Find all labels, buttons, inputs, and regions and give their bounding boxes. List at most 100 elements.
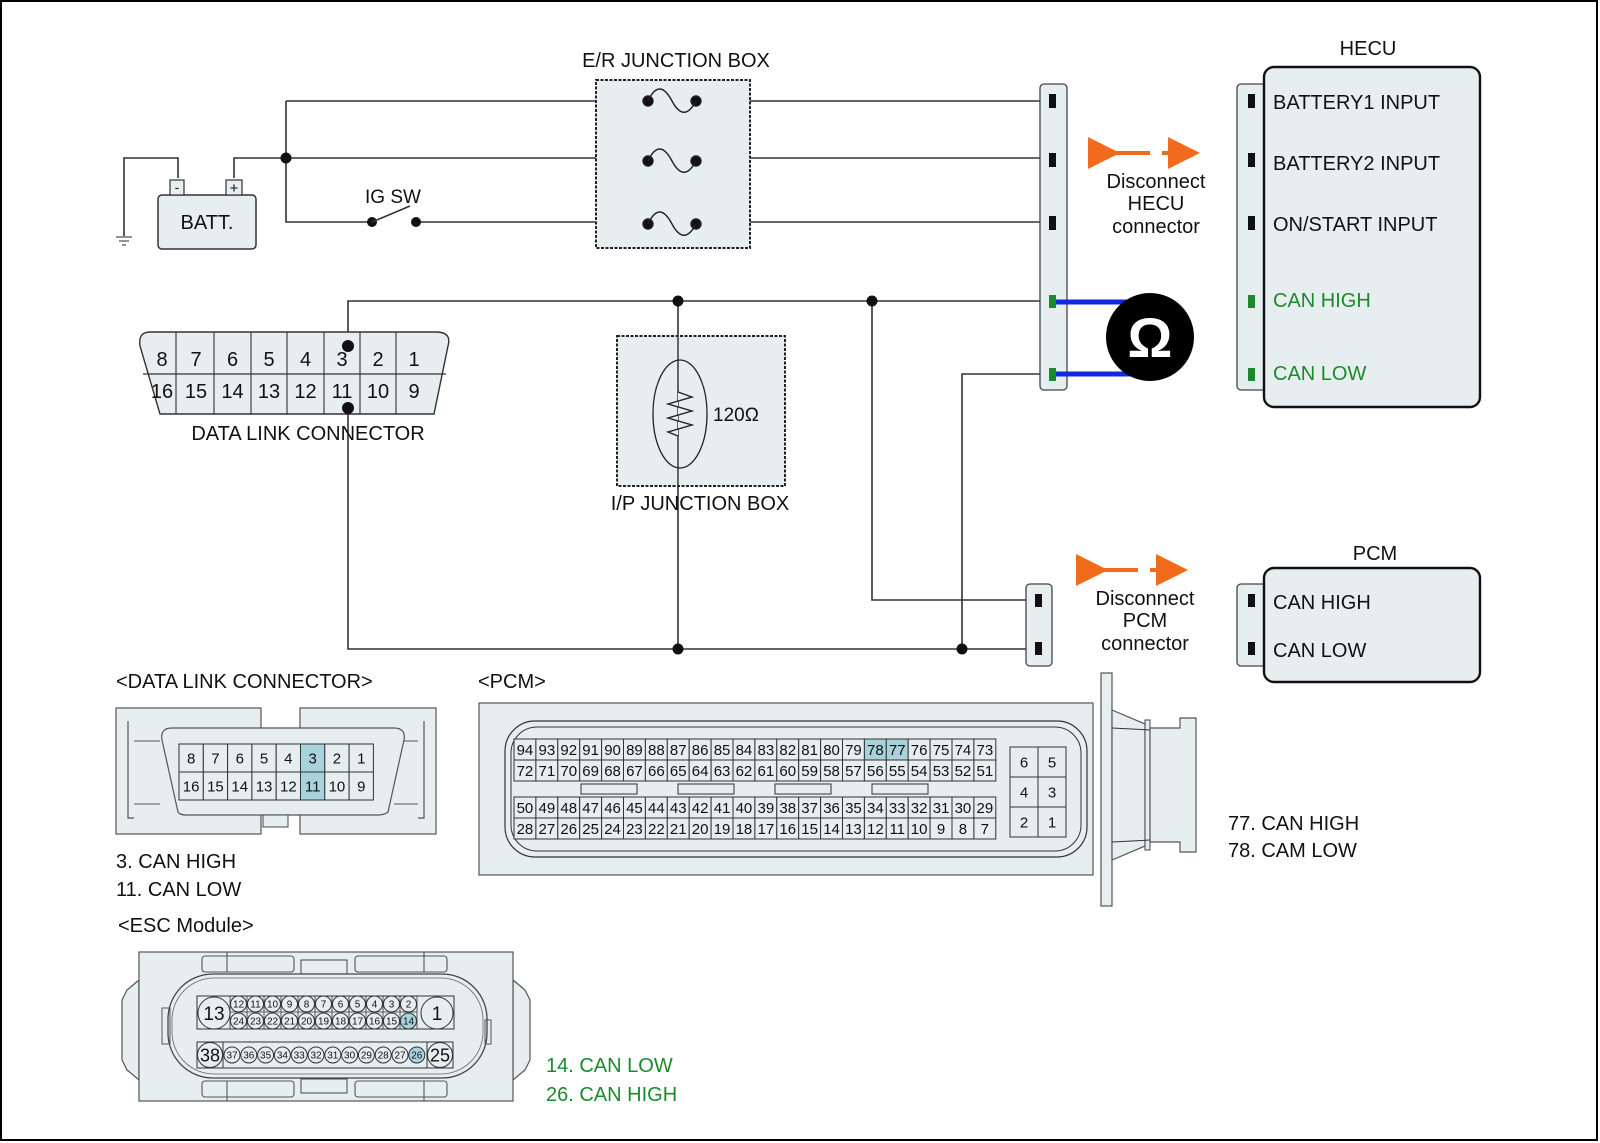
pcm-pin-cell: 79	[842, 738, 865, 761]
pcm-pin-cell: 34	[863, 796, 887, 819]
esc-pin: 18	[332, 1012, 349, 1030]
pcm-pin-cell: 12	[863, 817, 887, 840]
pin-number: 17	[758, 821, 775, 838]
pin-number: 63	[714, 763, 731, 780]
dlc-pin: 7	[190, 349, 201, 371]
dlc-pin: 4	[300, 349, 311, 371]
pin-number: 2	[1020, 814, 1028, 831]
pcm-pin-cell: 62	[732, 759, 756, 782]
pin-number: 33	[889, 800, 906, 817]
pcm-pin-cell: 66	[644, 759, 668, 782]
pin-number: 36	[823, 800, 840, 817]
dlc-pin: 3	[336, 349, 347, 371]
dlc-pin-cell: 13	[251, 771, 277, 801]
pin-number: 59	[801, 763, 818, 780]
dlc-pin: 16	[151, 381, 173, 403]
pin-number: 49	[539, 800, 556, 817]
pin-number: 24	[604, 821, 621, 838]
pcm-pin-cell: 77	[885, 738, 909, 761]
pcm-pin-cell: 26	[557, 817, 581, 840]
pin-number: 69	[582, 763, 599, 780]
pin-number: 25	[430, 1045, 450, 1065]
pcm-pin-cell: 35	[842, 796, 865, 819]
pcm-aux-pin-cell: 5	[1037, 746, 1067, 778]
pin-number: 7	[981, 821, 989, 838]
pin-number: 29	[977, 800, 994, 817]
pcm-latch-slot	[677, 783, 735, 795]
esc-pin: 22	[264, 1012, 281, 1030]
svg-text:11. CAN LOW: 11. CAN LOW	[116, 879, 241, 901]
pin-number: 89	[626, 742, 643, 759]
pin-number: 11	[889, 821, 905, 838]
dlc-pin-cell: 6	[227, 743, 253, 773]
pin-number: 68	[604, 763, 621, 780]
pcm-pin-cell: 76	[907, 738, 931, 761]
pcm-aux-pin-cell: 2	[1009, 806, 1039, 838]
svg-text:PCM: PCM	[1123, 610, 1167, 632]
ground-wire	[123, 157, 179, 236]
pcm-pin-cell: 13	[842, 817, 865, 840]
esc-pin: 5	[349, 995, 366, 1013]
pin-number: 76	[911, 742, 928, 759]
pin-number: 22	[267, 1017, 279, 1028]
esc-pin: 21	[281, 1012, 298, 1030]
pcm-pin-cell: 63	[710, 759, 734, 782]
pcm-pin-cell: 80	[820, 738, 843, 761]
pin-number: 9	[357, 778, 365, 795]
dlc-pin11-tap	[342, 402, 354, 414]
fuse-icon	[642, 88, 702, 113]
pin-number: 57	[845, 763, 862, 780]
pcm-harness-connector	[1025, 583, 1053, 667]
pin-number: 4	[284, 750, 292, 767]
svg-text:connector: connector	[1101, 633, 1189, 655]
dlc-pin-cell: 8	[178, 743, 204, 773]
pcm-pin-cell: 55	[885, 759, 909, 782]
esc-pin: 1	[420, 996, 454, 1030]
pcm-pin-cell: 82	[776, 738, 800, 761]
pcm-aux-pin-cell: 6	[1009, 746, 1039, 778]
pin-number: 65	[670, 763, 687, 780]
esc-pin: 28	[374, 1046, 392, 1064]
pin-number: 52	[955, 763, 972, 780]
fuse-icon	[642, 148, 702, 173]
pin-number: 19	[714, 821, 731, 838]
esc-pin: 6	[332, 995, 349, 1013]
esc-pin: 17	[349, 1012, 366, 1030]
hecu-module: HECU BATTERY1 INPUT BATTERY2 INPUT ON/ST…	[1236, 38, 1482, 409]
pcm-pin-cell: 68	[601, 759, 624, 782]
pcm-pin-cell: 27	[535, 817, 559, 840]
svg-text:3. CAN HIGH: 3. CAN HIGH	[116, 851, 236, 873]
esc-pin: 36	[240, 1046, 258, 1064]
pcm-pin-cell: 36	[820, 796, 843, 819]
pin-number: 74	[955, 742, 972, 759]
pcm-view-heading: <PCM>	[478, 671, 546, 693]
pcm-pin-cell: 71	[535, 759, 559, 782]
pin-number: 56	[867, 763, 884, 780]
pcm-pin-cell: 54	[907, 759, 931, 782]
pin-number: 62	[736, 763, 753, 780]
pin-number: 31	[327, 1051, 339, 1062]
pin-number: 85	[714, 742, 731, 759]
pcm-pin-cell: 22	[644, 817, 668, 840]
can-low-wire	[347, 408, 1040, 650]
pin-number: 5	[355, 1000, 361, 1011]
esc-pin: 4	[366, 995, 383, 1013]
pin-number: 31	[933, 800, 950, 817]
pin-number: 70	[560, 763, 577, 780]
pin-number: 3	[389, 1000, 395, 1011]
pin-number: 78	[867, 742, 884, 759]
pcm-pin-cell: 74	[951, 738, 975, 761]
pin-number: 27	[539, 821, 556, 838]
pin-number: 29	[361, 1051, 373, 1062]
pin-number: 79	[845, 742, 862, 759]
pin-number: 39	[758, 800, 775, 817]
hecu-disconnect-note: Disconnect HECU connector	[1107, 171, 1206, 238]
pcm-pin-cell: 87	[666, 738, 690, 761]
pcm-pin-cell: 70	[557, 759, 581, 782]
esc-pin: 3	[383, 995, 400, 1013]
resistor-value: 120Ω	[713, 405, 759, 426]
pin-number: 82	[779, 742, 796, 759]
pcm-pin-cell: 56	[863, 759, 887, 782]
